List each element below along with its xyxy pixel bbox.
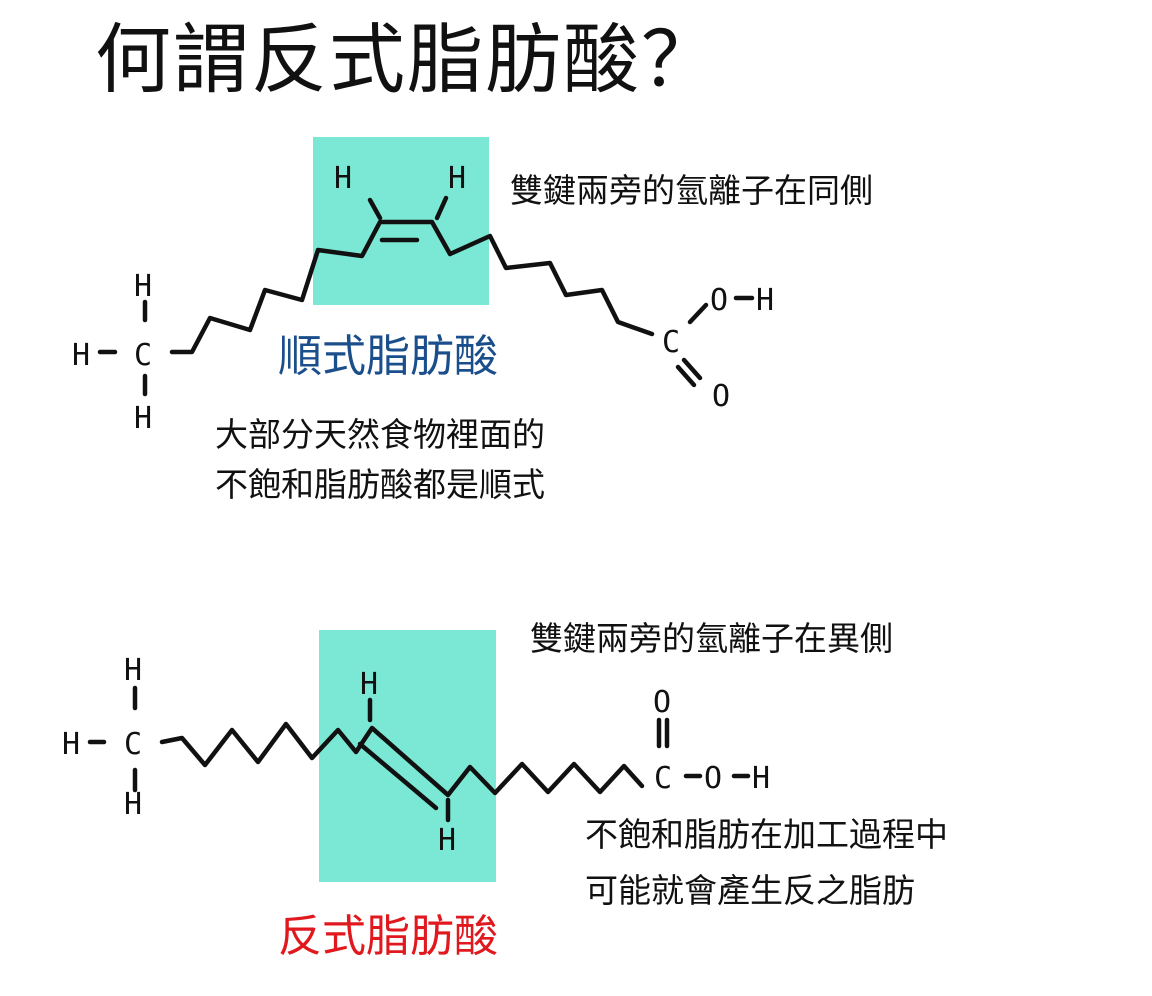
atom-h: H (360, 667, 378, 702)
atom-c: C (124, 727, 142, 762)
trans-carbon-chain (87, 685, 751, 823)
atom-h: H (124, 653, 142, 688)
atom-h: H (448, 161, 466, 196)
trans-hydrogen-note: 雙鍵兩旁的氫離子在異側 (530, 619, 893, 658)
atom-h: H (72, 338, 90, 373)
atom-h: H (438, 823, 456, 858)
trans-label: 反式脂肪酸 (278, 911, 498, 962)
atom-o: O (653, 685, 671, 720)
atom-o: O (710, 283, 728, 318)
atom-o: O (712, 379, 730, 414)
atom-h: H (334, 161, 352, 196)
atom-h: H (124, 787, 142, 822)
atom-h: H (752, 761, 770, 796)
cis-label: 順式脂肪酸 (278, 331, 498, 382)
trans-double-bond-highlight (319, 630, 496, 882)
trans-description-line-2: 可能就會產生反之脂肪 (585, 871, 915, 910)
atom-c: C (654, 761, 672, 796)
atom-h: H (134, 401, 152, 436)
trans-description-line-1: 不飽和脂肪在加工過程中 (585, 815, 948, 854)
cis-hydrogen-note: 雙鍵兩旁的氫離子在同側 (510, 171, 873, 210)
atom-h: H (756, 283, 774, 318)
atom-h: H (134, 269, 152, 304)
atom-o: O (704, 761, 722, 796)
cis-description-line-2: 不飽和脂肪酸都是順式 (215, 465, 545, 504)
atom-c: C (134, 338, 152, 373)
page-title: 何謂反式脂肪酸？ (95, 15, 719, 104)
atom-h: H (62, 727, 80, 762)
cis-description-line-1: 大部分天然食物裡面的 (215, 415, 545, 454)
cis-carbon-chain (97, 195, 755, 397)
atom-c: C (662, 325, 680, 360)
